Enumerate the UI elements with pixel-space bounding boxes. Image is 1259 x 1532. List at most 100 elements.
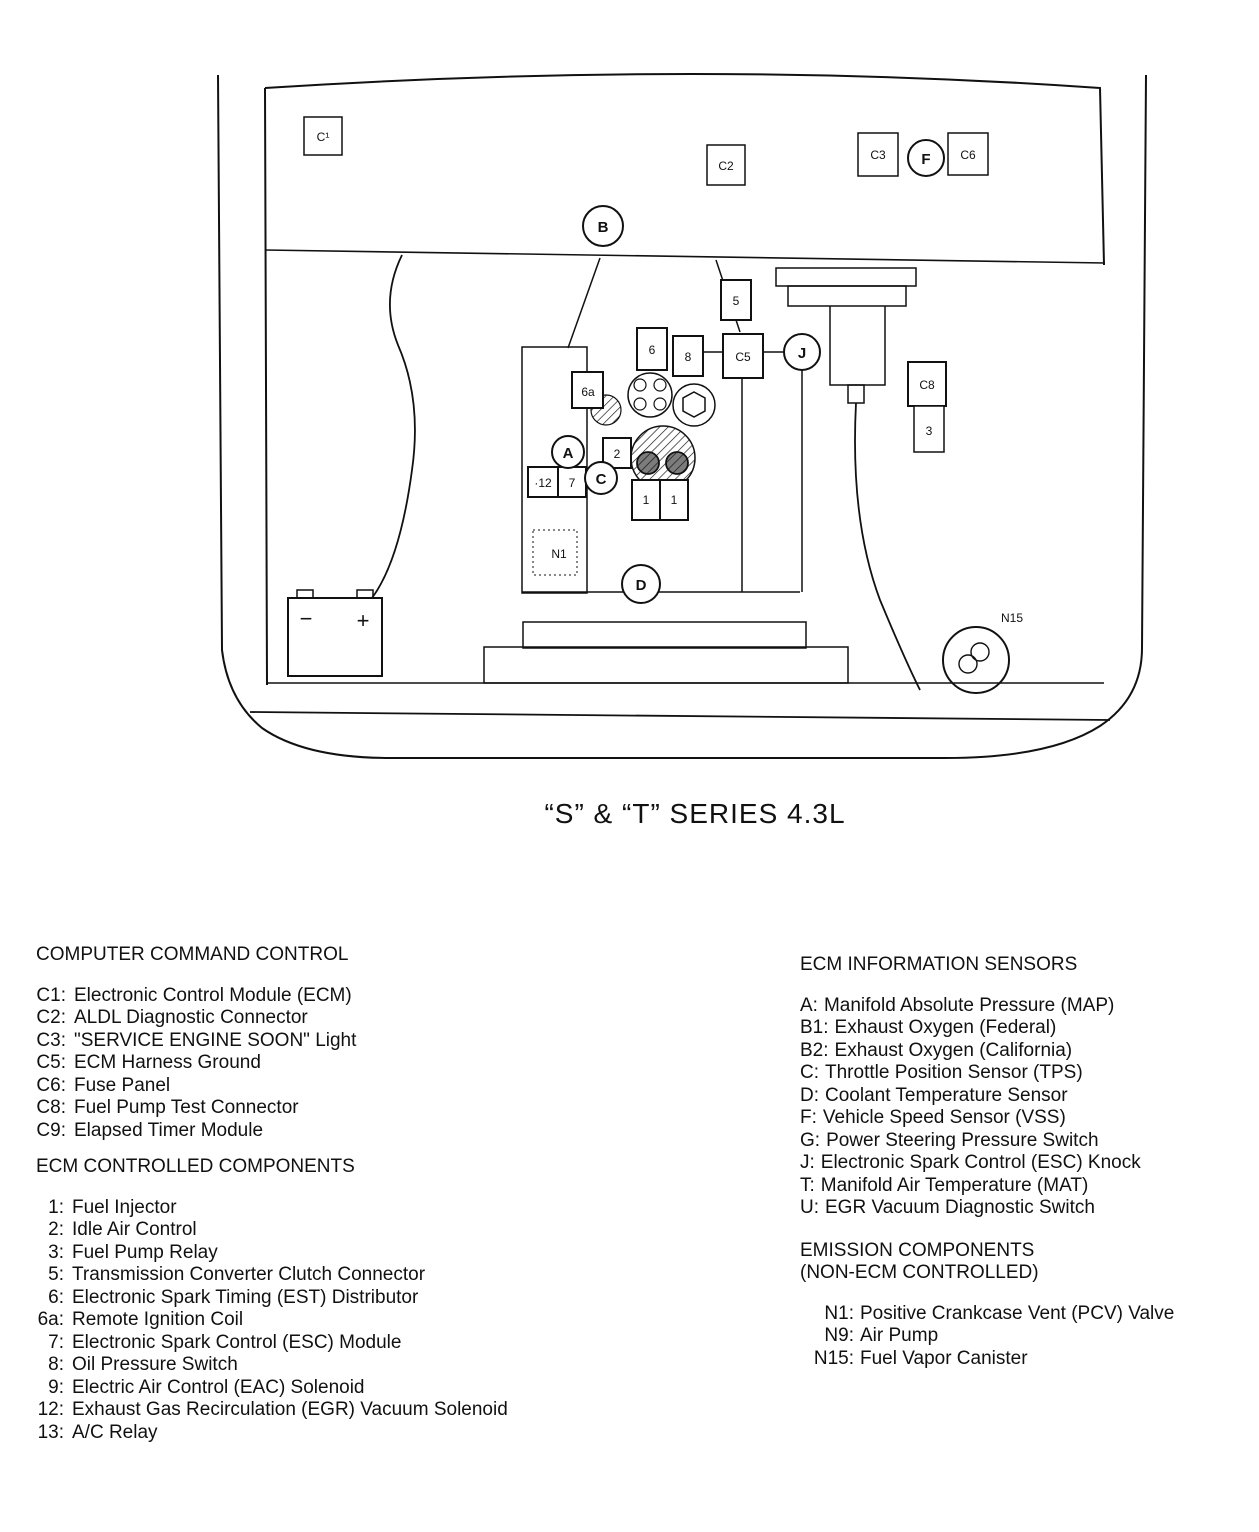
legend-item: C6:Fuse Panel (36, 1075, 508, 1098)
legend-key: C1: (36, 984, 66, 1006)
legend-key: 9: (48, 1376, 64, 1398)
throttle-bore-1 (636, 451, 660, 475)
r5-label: 5 (733, 294, 740, 308)
legend-key: N9: (824, 1325, 854, 1346)
circle-f (907, 139, 945, 177)
legend-key: 5: (48, 1264, 64, 1285)
legend-item: 13:A/C Relay (36, 1422, 508, 1445)
legend-ccc: COMPUTER COMMAND CONTROL C1:Electronic C… (36, 944, 508, 1142)
legend-item: B2:Exhaust Oxygen (California) (800, 1040, 1174, 1063)
legend-text: ECM Harness Ground (74, 1052, 261, 1073)
air-cleaner-stem (829, 306, 886, 386)
r1b-label: 1 (671, 493, 678, 507)
legend-key: J: (800, 1152, 815, 1173)
front-bumper-line (249, 711, 1111, 721)
legend-item: 6a:Remote Ignition Coil (36, 1309, 508, 1332)
canister-n15 (942, 626, 1010, 694)
c3-box (857, 132, 899, 177)
legend-text: ALDL Diagnostic Connector (74, 1007, 308, 1028)
legend-item: 5:Transmission Converter Clutch Connecto… (36, 1264, 508, 1287)
r6a-box (571, 371, 604, 409)
oil-sensor-hex (682, 391, 706, 418)
r8-box (672, 335, 704, 377)
legend-item: 2:Idle Air Control (36, 1219, 508, 1242)
c1-label: C¹ (317, 130, 330, 144)
legend-text: Manifold Air Temperature (MAT) (820, 1174, 1089, 1196)
legend-text: EGR Vacuum Diagnostic Switch (825, 1197, 1095, 1218)
legend-item: 1:Fuel Injector (36, 1197, 508, 1220)
battery-terminal-neg (296, 589, 314, 599)
legend-item: C1:Electronic Control Module (ECM) (36, 985, 508, 1008)
legend-item: C:Throttle Position Sensor (TPS) (800, 1062, 1174, 1085)
legend-text: Remote Ignition Coil (72, 1309, 244, 1330)
legend-item: N9:Air Pump (800, 1325, 1174, 1348)
c5-box (722, 333, 764, 379)
legend-text: Exhaust Gas Recirculation (EGR) Vacuum S… (72, 1399, 508, 1420)
r3-label: 3 (926, 424, 933, 438)
r8-label: 8 (685, 350, 692, 364)
legend-item: 6: Electronic Spark Timing (EST) Distribu… (36, 1287, 508, 1310)
radiator-lower (483, 646, 849, 684)
c1-box (303, 116, 343, 156)
r1a-label: 1 (643, 493, 650, 507)
legend-key: C3: (36, 1029, 66, 1051)
r7-label: 7 (569, 476, 576, 490)
r1b-box (659, 479, 689, 521)
battery-minus-label: − (300, 606, 313, 631)
legend-right-column: ECM INFORMATION SENSORS A:Manifold Absol… (800, 954, 1174, 1370)
legend-key: T: (800, 1174, 815, 1196)
legend-emission-heading-1: EMISSION COMPONENTS (800, 1239, 1035, 1261)
distributor-circle (627, 372, 673, 418)
legend-key: N1: (824, 1302, 854, 1324)
legend-key: B2: (800, 1039, 829, 1061)
legend-text: Electronic Spark Timing (EST) Distributo… (72, 1286, 419, 1308)
legend-text: Positive Crankcase Vent (PCV) Valve (860, 1302, 1175, 1324)
legend-ecm-controlled-heading: ECM CONTROLLED COMPONENTS (36, 1156, 355, 1177)
legend-key: 13: (37, 1421, 64, 1443)
circle-d-label: D (636, 577, 647, 594)
legend-text: Coolant Temperature Sensor (825, 1084, 1068, 1106)
c3-label: C3 (870, 148, 886, 162)
legend-key: 8: (48, 1354, 64, 1375)
throttle-bore-2 (665, 451, 689, 475)
legend-sensors-list: A:Manifold Absolute Pressure (MAP)B1:Exh… (800, 995, 1174, 1220)
legend-text: Fuse Panel (74, 1074, 171, 1096)
legend-text: Vehicle Speed Sensor (VSS) (822, 1107, 1066, 1128)
legend-key: 12: (37, 1399, 64, 1420)
legend-item: C9:Elapsed Timer Module (36, 1120, 508, 1143)
radiator-upper (522, 621, 807, 649)
n1-dotted-frame (532, 529, 578, 576)
legend-item: N1: Positive Crankcase Vent (PCV) Valve (800, 1303, 1174, 1326)
legend-item: 12: Exhaust Gas Recirculation (EGR) Vacuu… (36, 1399, 508, 1422)
legend-ccc-list: C1:Electronic Control Module (ECM)C2: ALD… (36, 985, 508, 1143)
r7-box (557, 466, 587, 498)
battery-terminal-pos (356, 589, 374, 599)
cowl-line (264, 73, 1105, 686)
battery-plus-label: + (357, 608, 370, 633)
legend-key: C2: (36, 1007, 66, 1028)
legend-key: C9: (36, 1119, 66, 1141)
legend-left-column: COMPUTER COMMAND CONTROL C1:Electronic C… (36, 944, 508, 1444)
legend-item: J:Electronic Spark Control (ESC) Knock (800, 1152, 1174, 1175)
legend-item: T:Manifold Air Temperature (MAT) (800, 1175, 1174, 1198)
c5-label: C5 (735, 350, 751, 364)
c6-box (947, 132, 989, 176)
legend-text: Fuel Pump Test Connector (74, 1097, 299, 1118)
legend-key: 2: (48, 1219, 64, 1240)
c2-box (706, 144, 746, 186)
legend-item: F:Vehicle Speed Sensor (VSS) (800, 1107, 1174, 1130)
r5-box (720, 279, 752, 321)
legend-key: C5: (36, 1052, 66, 1073)
oil-sensor-outer (672, 383, 716, 427)
r12-label: ·12 (534, 476, 552, 490)
engine-compartment-diagram: B F J A C D C¹ C2 C3 C6 5 6 8 C5 6a 2 ·1… (217, 73, 1147, 759)
legend-key: 6: (48, 1286, 64, 1308)
legend-item: C3:"SERVICE ENGINE SOON" Light (36, 1030, 508, 1053)
r2-label: 2 (614, 447, 621, 461)
legend-text: Fuel Pump Relay (72, 1241, 218, 1263)
legend-item: G:Power Steering Pressure Switch (800, 1130, 1174, 1153)
harness-left (371, 254, 416, 599)
legend-item: C5: ECM Harness Ground (36, 1052, 508, 1075)
air-cleaner-body (787, 285, 907, 307)
